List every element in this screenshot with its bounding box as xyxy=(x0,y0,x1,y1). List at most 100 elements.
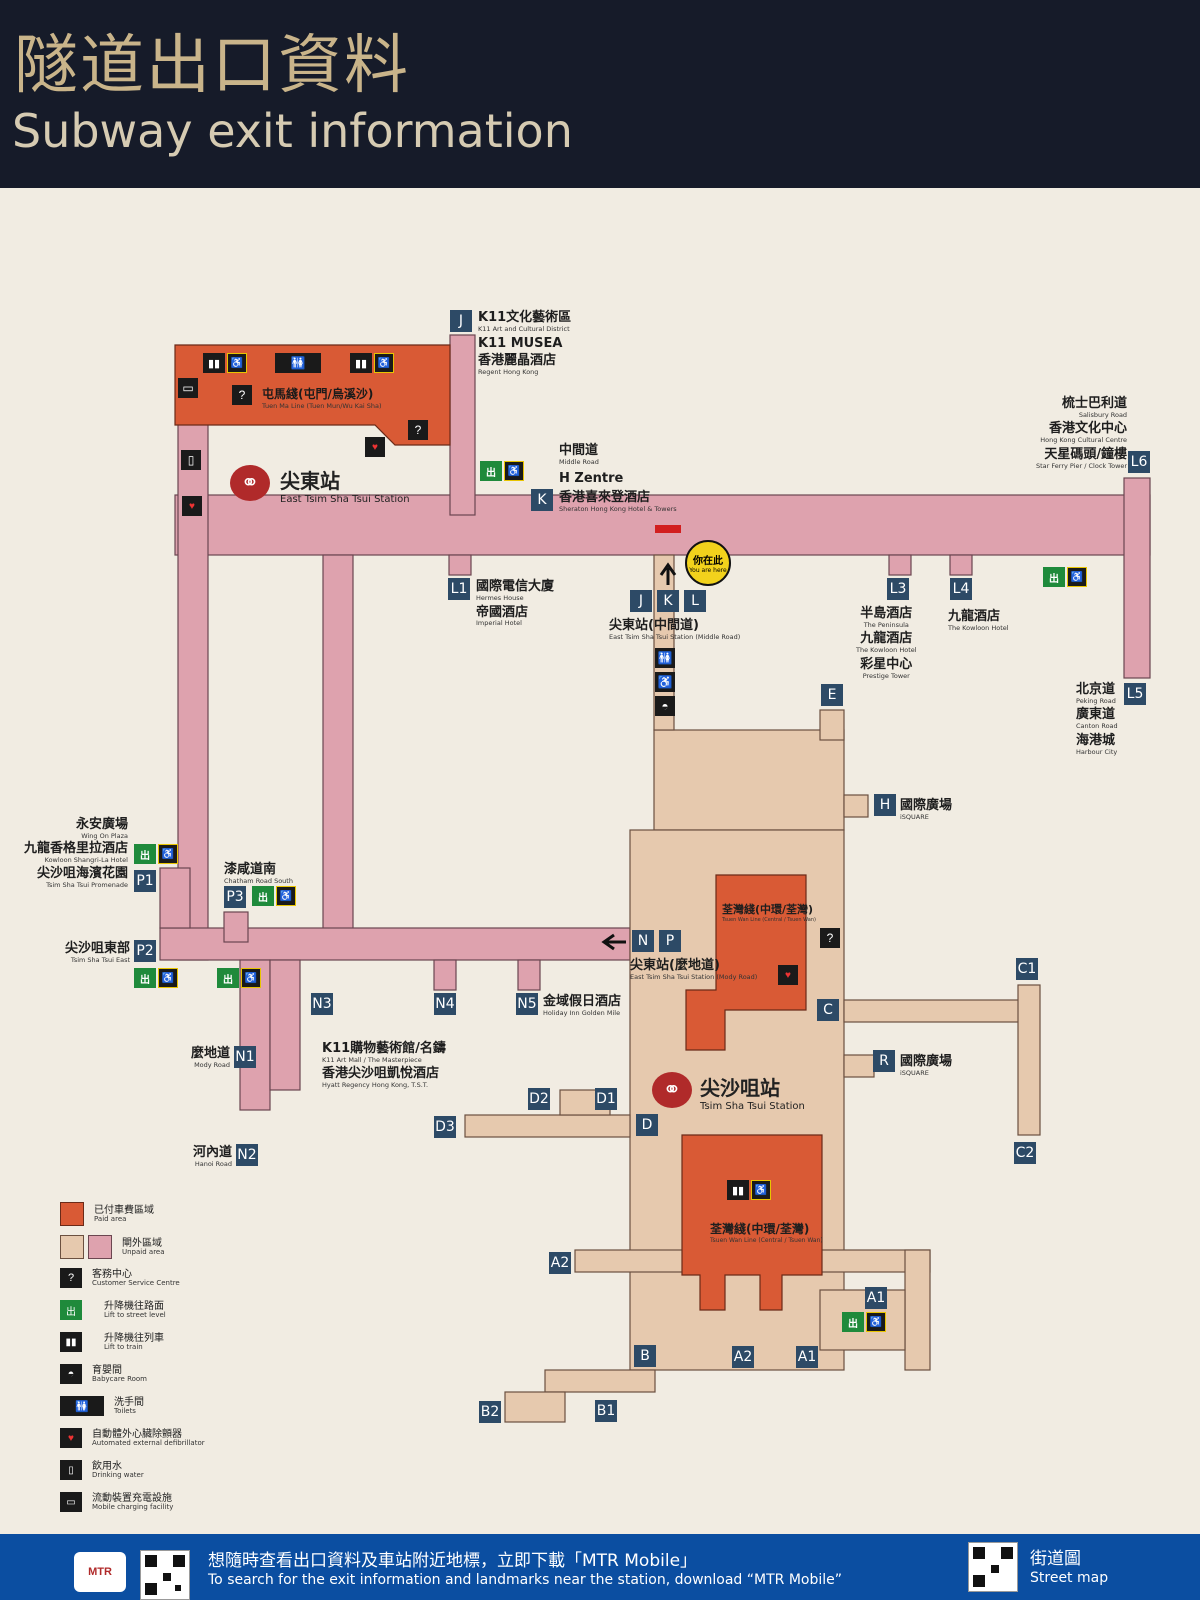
lift-to-train-3: ▮▮♿ xyxy=(727,1180,771,1200)
exit-a2: A2 xyxy=(549,1252,571,1274)
toilet-icon: 🚻 xyxy=(655,648,675,668)
aed-icon: ♥ xyxy=(182,496,202,516)
accessible-icon: ♿ xyxy=(374,353,394,373)
lift-to-street-p3: 出♿ xyxy=(252,886,296,906)
lift-to-street-k: 出♿ xyxy=(480,461,524,481)
exit-c2: C2 xyxy=(1014,1142,1036,1164)
accessible-icon: ♿ xyxy=(1067,567,1087,587)
babycare-icon: ◓ xyxy=(60,1364,82,1384)
arrow-left xyxy=(601,933,626,951)
corridor-inner xyxy=(322,554,354,946)
exit-j: J xyxy=(450,310,472,332)
drinking-water-icon: ▯ xyxy=(60,1460,82,1480)
lift-to-street-l4: 出♿ xyxy=(1043,567,1087,587)
here-marker-bar xyxy=(655,525,681,533)
stub-l3 xyxy=(888,554,912,576)
accessible-icon: ♿ xyxy=(158,844,178,864)
paid-area-tst-upper xyxy=(685,874,807,1051)
drinking-water-icon: ▯ xyxy=(181,450,201,470)
stub-p3 xyxy=(223,911,249,943)
exit-d: D xyxy=(636,1114,658,1136)
corridor-j xyxy=(449,334,476,516)
concourse-upper xyxy=(653,729,845,831)
qr-code-mtr-mobile[interactable] xyxy=(140,1550,190,1600)
exit-l6: L6 xyxy=(1128,451,1150,473)
exit-c1: C1 xyxy=(1016,958,1038,980)
exit-lift-icon: 出 xyxy=(842,1312,864,1332)
exit-l4: L4 xyxy=(950,578,972,600)
header-banner: 隧道出口資料 Subway exit information xyxy=(0,0,1200,188)
lift-to-train-2: ▮▮♿ xyxy=(350,353,394,373)
charging-icon: ▭ xyxy=(60,1492,82,1512)
place-middle-road-station: 尖東站(中間道)East Tsim Sha Tsui Station (Midd… xyxy=(609,618,741,641)
exit-b: B xyxy=(634,1345,656,1367)
mtr-logo-tst: ⚭ xyxy=(652,1072,692,1108)
tsuen-wan-line-label-2: 荃灣綫(中環/荃灣) Tsuen Wan Line (Central / Tsu… xyxy=(710,1222,823,1244)
train-lift-icon: ▮▮ xyxy=(203,353,225,373)
station-east-tst: 尖東站 East Tsim Sha Tsui Station xyxy=(280,469,410,505)
exit-k: K xyxy=(531,489,553,511)
exit-n: N xyxy=(632,930,654,952)
exit-n1: N1 xyxy=(234,1046,256,1068)
accessible-icon: ♿ xyxy=(866,1312,886,1332)
corridor-l5 xyxy=(1123,477,1151,679)
accessible-icon: ♿ xyxy=(276,886,296,906)
exit-lift-icon: 出 xyxy=(134,968,156,988)
exit-r: R xyxy=(873,1050,895,1072)
exit-a1-b: A1 xyxy=(796,1346,818,1368)
you-are-here-marker: 你在此 You are here xyxy=(685,540,731,586)
exit-c: C xyxy=(817,999,839,1021)
concourse-r xyxy=(843,1054,875,1078)
stub-l1 xyxy=(448,554,472,576)
street-map-zh: 街道圖 xyxy=(1030,1549,1081,1569)
exit-e: E xyxy=(821,684,843,706)
exit-h: H xyxy=(874,794,896,816)
mtr-logo-east-tst: ⚭ xyxy=(230,465,270,501)
title-en: Subway exit information xyxy=(12,104,573,158)
exit-n5: N5 xyxy=(516,993,538,1015)
paid-swatch xyxy=(60,1202,84,1226)
train-lift-icon: ▮▮ xyxy=(60,1332,82,1352)
stub-n5 xyxy=(517,959,541,991)
exit-mid-k: K xyxy=(657,590,679,612)
aed-icon: ♥ xyxy=(778,965,798,985)
exit-d2: D2 xyxy=(528,1088,550,1110)
qr-code-street-map[interactable] xyxy=(968,1542,1018,1592)
customer-service-icon: ? xyxy=(60,1268,82,1288)
accessible-icon: ♿ xyxy=(227,353,247,373)
concourse-e xyxy=(819,709,845,741)
exit-l1: L1 xyxy=(448,578,470,600)
exit-n3: N3 xyxy=(311,993,333,1015)
exit-lift-icon: 出 xyxy=(217,968,239,988)
unpaid-swatch-pink xyxy=(88,1235,112,1259)
concourse-d xyxy=(464,1114,631,1138)
charging-icon: ▭ xyxy=(178,378,198,398)
lift-to-street-p2: 出♿ xyxy=(134,968,178,988)
toilet-icon: 🚻 xyxy=(275,353,321,373)
tuen-ma-line-label: 屯馬綫(屯門/烏溪沙) Tuen Ma Line (Tuen Mun/Wu Ka… xyxy=(262,387,382,410)
exit-lift-icon: 出 xyxy=(1043,567,1065,587)
concourse-b2 xyxy=(504,1391,566,1423)
accessible-toilet-icon: ♿ xyxy=(655,672,675,692)
concourse-c-v xyxy=(1017,984,1041,1136)
you-are-here-en: You are here xyxy=(689,567,727,574)
train-lift-icon: ▮▮ xyxy=(727,1180,749,1200)
tsuen-wan-line-label-1: 荃灣綫(中環/荃灣) Tsuen Wan Line (Central / Tsu… xyxy=(722,903,816,923)
paid-area-tst-lower xyxy=(681,1134,823,1311)
accessible-icon: ♿ xyxy=(751,1180,771,1200)
exit-l3: L3 xyxy=(887,578,909,600)
